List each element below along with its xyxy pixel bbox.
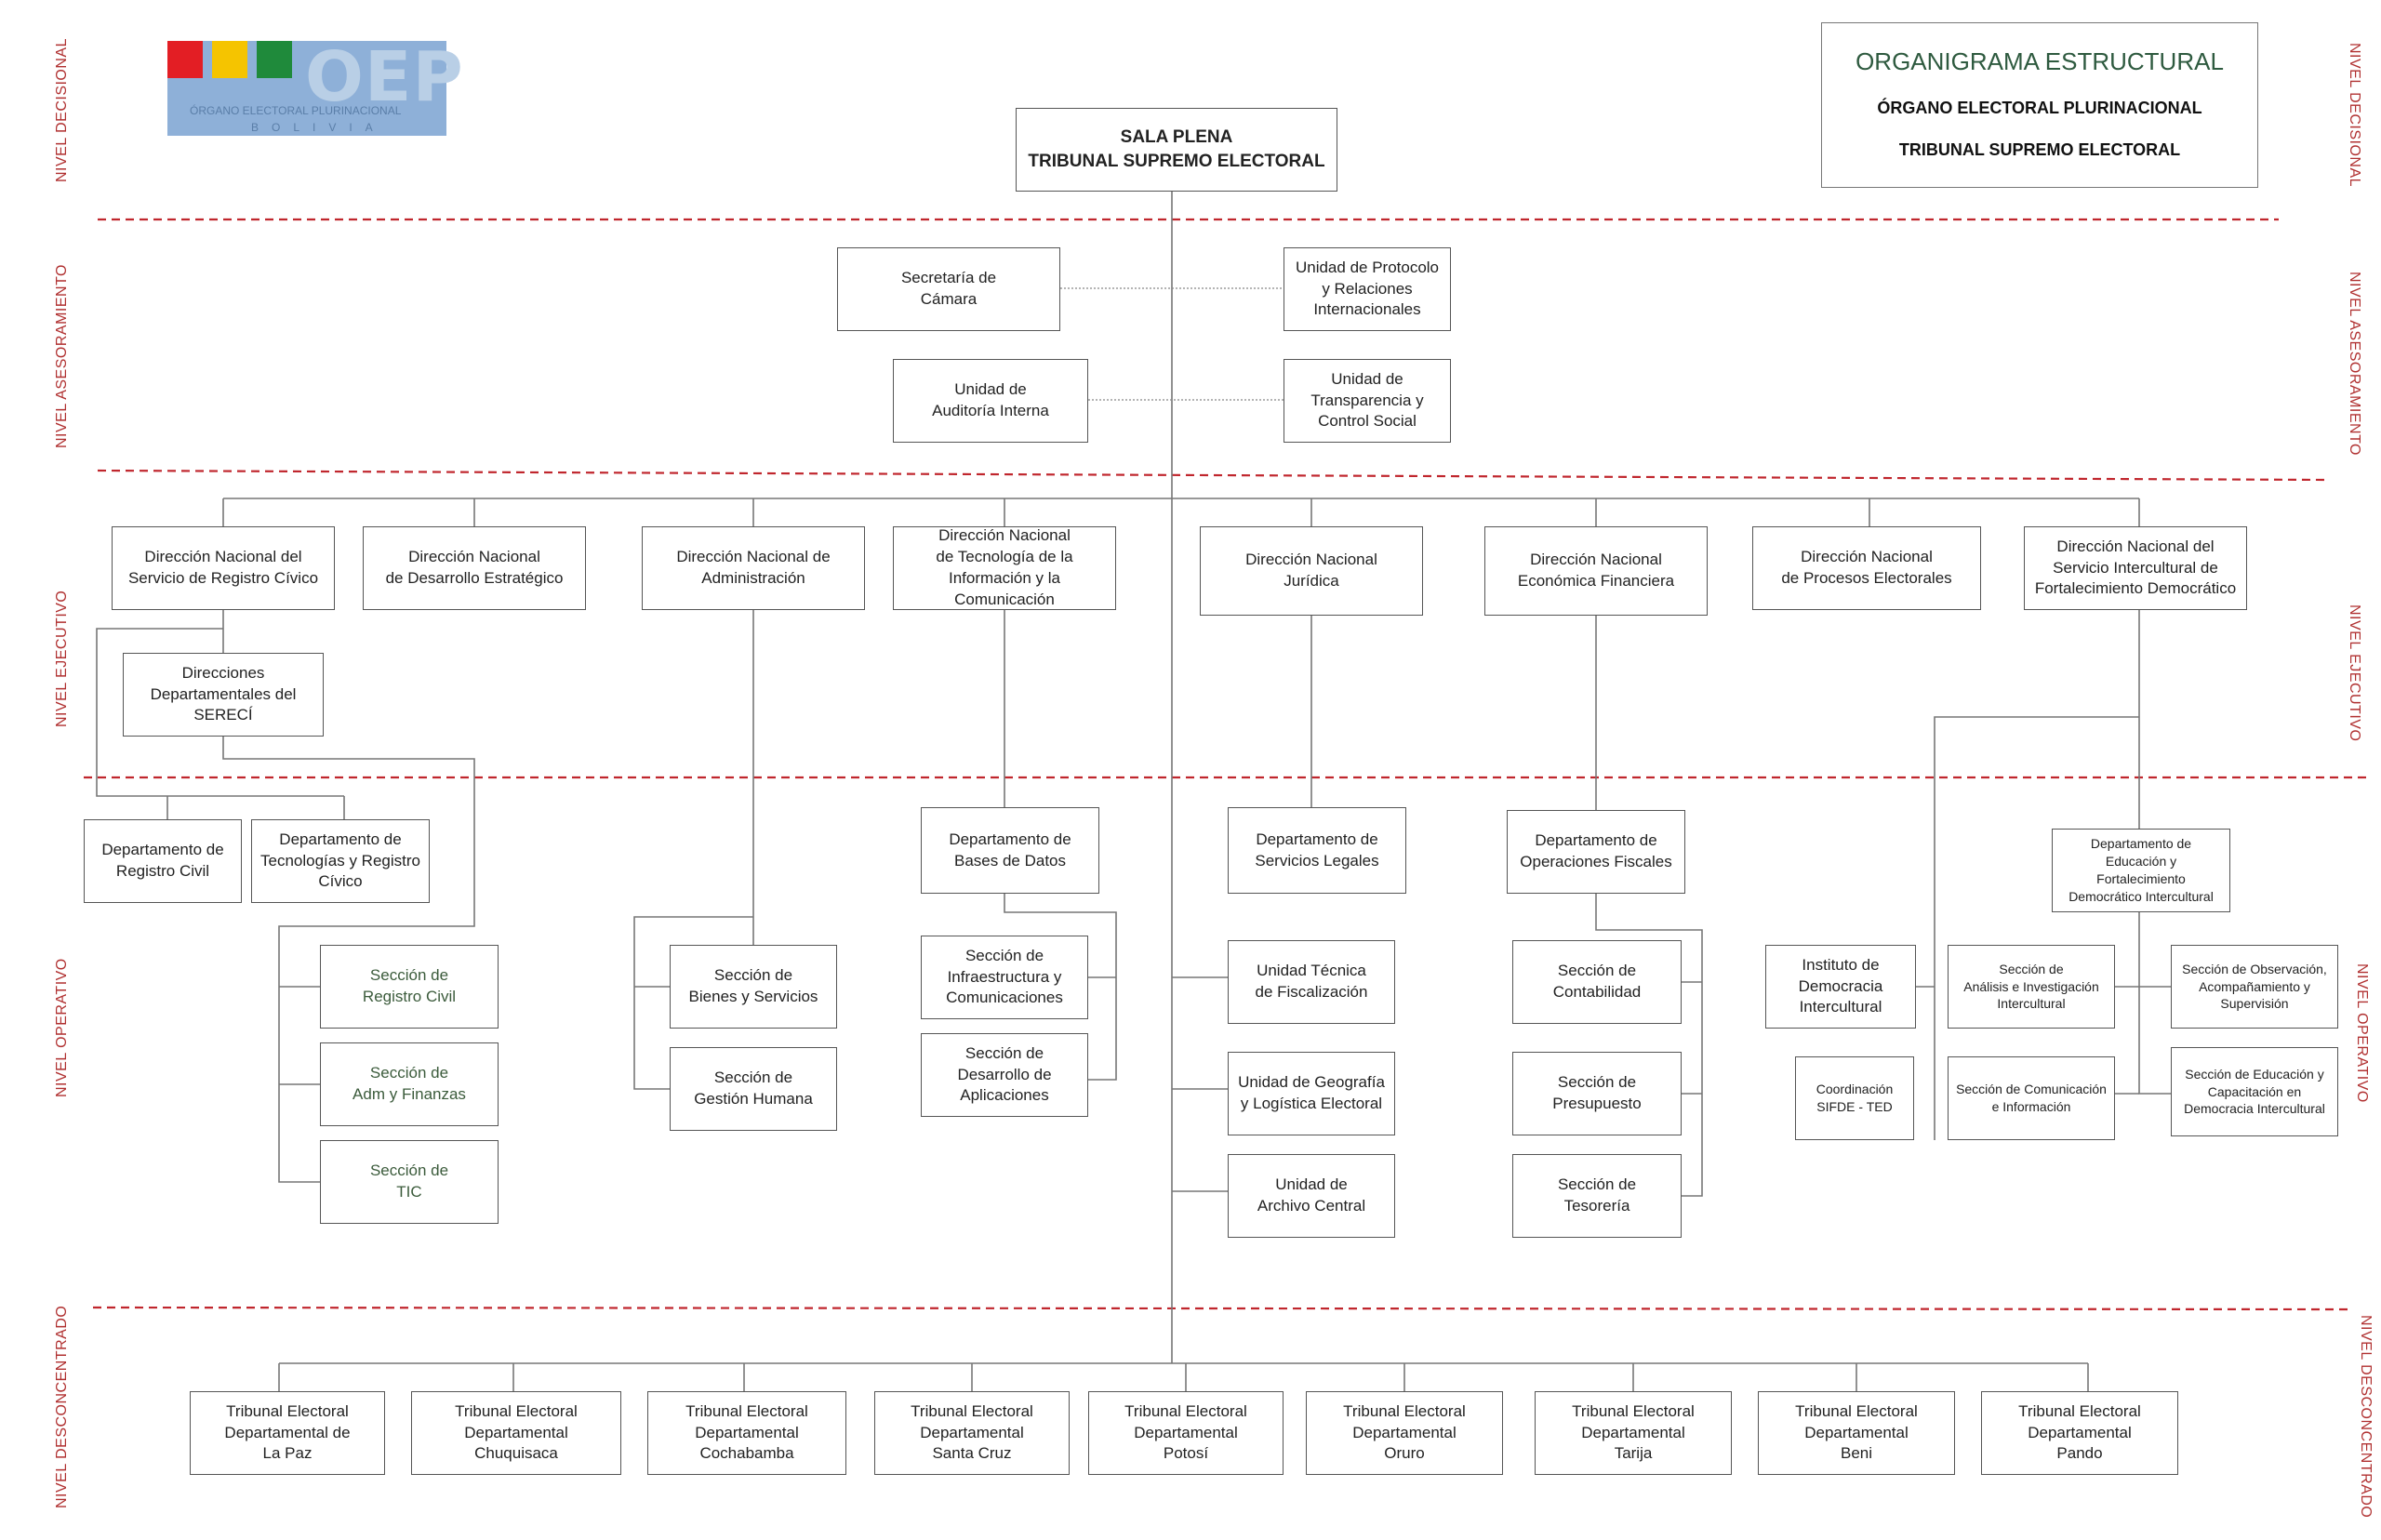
- node-unidad-archivo: Unidad de Archivo Central: [1228, 1154, 1395, 1238]
- node-unidad-fiscalizacion: Unidad Técnica de Fiscalización: [1228, 940, 1395, 1024]
- node-ted-la-paz: Tribunal Electoral Departamental de La P…: [190, 1391, 385, 1475]
- chart-subtitle-organ: ÓRGANO ELECTORAL PLURINACIONAL: [1877, 99, 2202, 117]
- node-seccion-gestion-humana: Sección de Gestión Humana: [670, 1047, 837, 1131]
- level-label-desconcentrado-right: NIVEL DESCONCENTRADO: [2358, 1315, 2374, 1519]
- node-ted-santa-cruz: Tribunal Electoral Departamental Santa C…: [874, 1391, 1070, 1475]
- node-unidad-transparencia: Unidad de Transparencia y Control Social: [1284, 359, 1451, 443]
- node-ted-pando: Tribunal Electoral Departamental Pando: [1981, 1391, 2178, 1475]
- node-seccion-educacion: Sección de Educación y Capacitación en D…: [2171, 1047, 2338, 1136]
- node-ted-cochabamba: Tribunal Electoral Departamental Cochaba…: [647, 1391, 846, 1475]
- level-label-decisional: NIVEL DECISIONAL: [54, 37, 70, 182]
- chart-subtitle-tribunal: TRIBUNAL SUPREMO ELECTORAL: [1898, 140, 2181, 159]
- node-seccion-tic: Sección de TIC: [320, 1140, 499, 1224]
- logo-acronym: OEP: [305, 37, 464, 117]
- node-ted-beni: Tribunal Electoral Departamental Beni: [1758, 1391, 1955, 1475]
- logo-yellow-square: [212, 41, 247, 78]
- node-dep-registro-civil: Departamento de Registro Civil: [84, 819, 242, 903]
- level-label-operativo: NIVEL OPERATIVO: [54, 958, 70, 1097]
- level-label-asesoramiento-right: NIVEL ASESORAMIENTO: [2347, 272, 2362, 456]
- dotted-connectors: [1060, 287, 1284, 401]
- solid-connectors: [96, 192, 2171, 1391]
- node-seccion-contabilidad: Sección de Contabilidad: [1512, 940, 1682, 1024]
- node-seccion-tesoreria: Sección de Tesorería: [1512, 1154, 1682, 1238]
- node-seccion-infraestructura: Sección de Infraestructura y Comunicacio…: [921, 936, 1088, 1019]
- node-unidad-protocolo: Unidad de Protocolo y Relaciones Interna…: [1284, 247, 1451, 331]
- separator-operativo: [92, 1306, 2354, 1311]
- node-seccion-registro-civil: Sección de Registro Civil: [320, 945, 499, 1029]
- node-instituto-democracia: Instituto de Democracia Intercultural: [1765, 945, 1916, 1029]
- oep-logo: OEP ÓRGANO ELECTORAL PLURINACIONAL BOLIV…: [167, 37, 463, 136]
- level-label-operativo-right: NIVEL OPERATIVO: [2354, 963, 2370, 1103]
- level-label-asesoramiento: NIVEL ASESORAMIENTO: [54, 264, 70, 448]
- node-unidad-geografia: Unidad de Geografía y Logística Electora…: [1228, 1052, 1395, 1135]
- node-dep-tecnologias: Departamento de Tecnologías y Registro C…: [251, 819, 430, 903]
- level-label-desconcentrado: NIVEL DESCONCENTRADO: [54, 1305, 70, 1508]
- node-seccion-adm-finanzas: Sección de Adm y Finanzas: [320, 1042, 499, 1126]
- node-ted-potosi: Tribunal Electoral Departamental Potosí: [1088, 1391, 1284, 1475]
- node-seccion-comunicacion: Sección de Comunicación e Información: [1948, 1056, 2115, 1140]
- title-box: ORGANIGRAMA ESTRUCTURAL ÓRGANO ELECTORAL…: [1821, 22, 2258, 188]
- logo-green-square: [257, 41, 292, 78]
- node-sala-plena: SALA PLENA TRIBUNAL SUPREMO ELECTORAL: [1016, 108, 1337, 192]
- node-secretaria-camara: Secretaría de Cámara: [837, 247, 1060, 331]
- node-dep-servicios-legales: Departamento de Servicios Legales: [1228, 807, 1406, 894]
- chart-title: ORGANIGRAMA ESTRUCTURAL: [1856, 47, 2224, 75]
- node-seccion-presupuesto: Sección de Presupuesto: [1512, 1052, 1682, 1135]
- node-direcciones-dep-sereci: Direcciones Departamentales del SERECÍ: [123, 653, 324, 737]
- node-dn-sereci: Dirección Nacional del Servicio de Regis…: [112, 526, 335, 610]
- logo-red-square: [167, 41, 203, 78]
- node-coordinacion-sifde: Coordinación SIFDE - TED: [1795, 1056, 1914, 1140]
- node-dn-administracion: Dirección Nacional de Administración: [642, 526, 865, 610]
- node-ted-oruro: Tribunal Electoral Departamental Oruro: [1306, 1391, 1503, 1475]
- node-ted-tarija: Tribunal Electoral Departamental Tarija: [1535, 1391, 1732, 1475]
- node-dn-procesos: Dirección Nacional de Procesos Electoral…: [1752, 526, 1981, 610]
- separator-asesoramiento: [97, 469, 2326, 482]
- node-dep-educacion: Departamento de Educación y Fortalecimie…: [2052, 829, 2230, 912]
- level-label-ejecutivo-right: NIVEL EJECUTIVO: [2347, 604, 2362, 742]
- node-dep-operaciones-fiscales: Departamento de Operaciones Fiscales: [1507, 810, 1685, 894]
- node-seccion-bienes: Sección de Bienes y Servicios: [670, 945, 837, 1029]
- level-separators: [84, 218, 2370, 1311]
- node-dn-tic: Dirección Nacional de Tecnología de la I…: [893, 526, 1116, 610]
- level-label-decisional-right: NIVEL DECISIONAL: [2347, 43, 2362, 188]
- logo-name: ÓRGANO ELECTORAL PLURINACIONAL: [190, 104, 402, 117]
- node-ted-chuquisaca: Tribunal Electoral Departamental Chuquis…: [411, 1391, 621, 1475]
- node-seccion-desarrollo-apps: Sección de Desarrollo de Aplicaciones: [921, 1033, 1088, 1117]
- node-dn-sifde: Dirección Nacional del Servicio Intercul…: [2024, 526, 2247, 610]
- node-dep-bases-datos: Departamento de Bases de Datos: [921, 807, 1099, 894]
- logo-country: BOLIVIA: [251, 121, 386, 134]
- node-seccion-analisis: Sección de Análisis e Investigación Inte…: [1948, 945, 2115, 1029]
- node-unidad-auditoria: Unidad de Auditoría Interna: [893, 359, 1088, 443]
- node-dn-economica: Dirección Nacional Económica Financiera: [1484, 526, 1708, 616]
- node-dn-desarrollo: Dirección Nacional de Desarrollo Estraté…: [363, 526, 586, 610]
- node-seccion-observacion: Sección de Observación, Acompañamiento y…: [2171, 945, 2338, 1029]
- node-dn-juridica: Dirección Nacional Jurídica: [1200, 526, 1423, 616]
- level-label-ejecutivo: NIVEL EJECUTIVO: [54, 590, 70, 727]
